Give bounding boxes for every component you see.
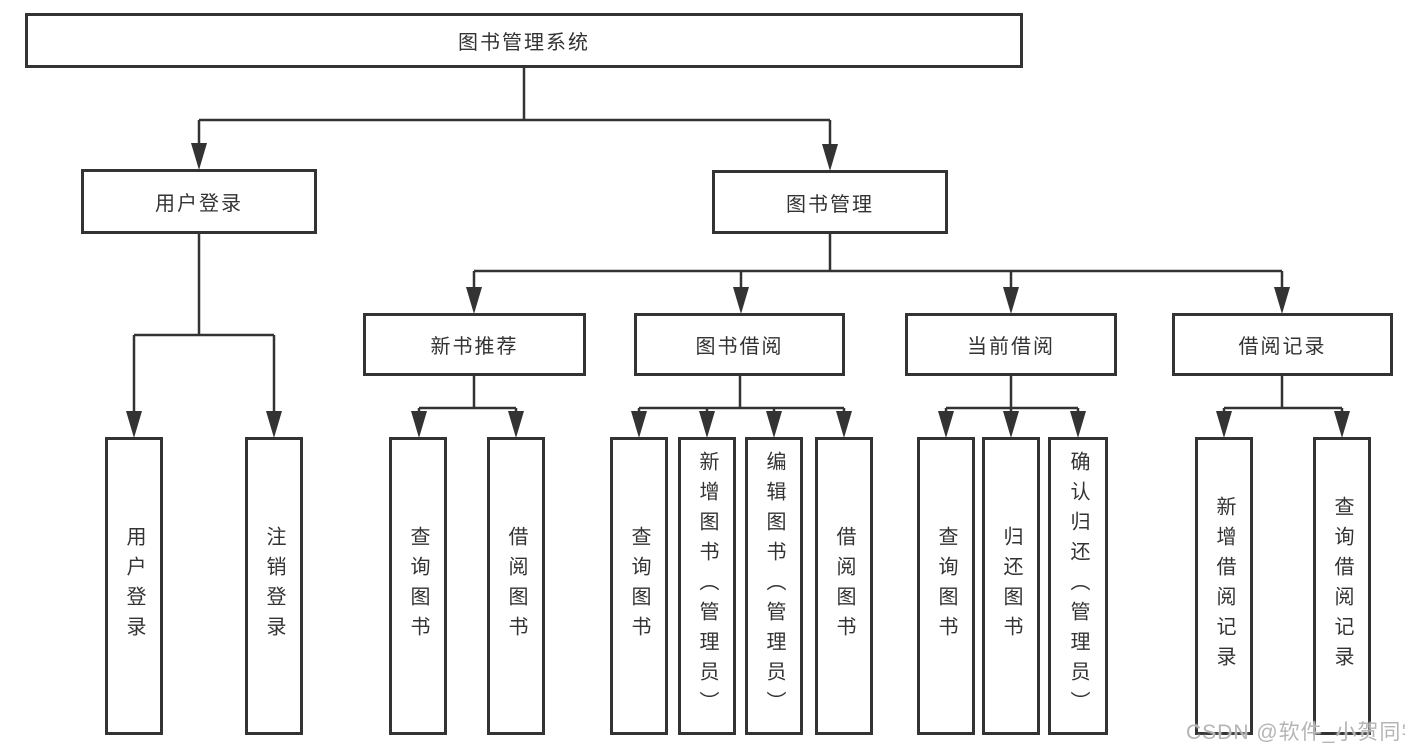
node-borrow-records-label: 借阅记录 bbox=[1238, 336, 1327, 358]
leaf-current-confirm-return-admin-label: 确认归还（管理员） bbox=[1067, 451, 1089, 721]
node-user-login: 用户登录 bbox=[81, 169, 317, 234]
leaf-current-query-books: 查询图书 bbox=[917, 437, 975, 735]
leaf-borrow-add-books-admin-label: 新增图书（管理员） bbox=[696, 451, 718, 721]
node-current-borrow-label: 当前借阅 bbox=[967, 336, 1055, 358]
leaf-borrow-edit-books-admin: 编辑图书（管理员） bbox=[745, 437, 803, 735]
leaf-recommend-borrow-books: 借阅图书 bbox=[487, 437, 545, 735]
leaf-records-add-borrow-record-label: 新增借阅记录 bbox=[1213, 496, 1235, 676]
node-book-management-label: 图书管理 bbox=[786, 193, 874, 216]
leaf-records-add-borrow-record: 新增借阅记录 bbox=[1195, 437, 1253, 735]
leaf-recommend-query-books-label: 查询图书 bbox=[407, 526, 429, 646]
leaf-records-query-borrow-record: 查询借阅记录 bbox=[1313, 437, 1371, 735]
leaf-recommend-borrow-books-label: 借阅图书 bbox=[505, 526, 527, 646]
leaf-current-return-books: 归还图书 bbox=[982, 437, 1040, 735]
leaf-borrow-borrow-books: 借阅图书 bbox=[815, 437, 873, 735]
leaf-borrow-query-books: 查询图书 bbox=[610, 437, 668, 735]
node-borrow-records: 借阅记录 bbox=[1172, 313, 1393, 376]
node-new-book-recommend: 新书推荐 bbox=[363, 313, 586, 376]
leaf-user-login-label: 用户登录 bbox=[123, 526, 145, 646]
leaf-borrow-borrow-books-label: 借阅图书 bbox=[833, 526, 855, 646]
leaf-borrow-query-books-label: 查询图书 bbox=[628, 526, 650, 646]
node-root-label: 图书管理系统 bbox=[458, 32, 590, 54]
leaf-borrow-edit-books-admin-label: 编辑图书（管理员） bbox=[763, 451, 785, 721]
leaf-current-confirm-return-admin: 确认归还（管理员） bbox=[1048, 437, 1108, 735]
node-new-book-recommend-label: 新书推荐 bbox=[430, 336, 519, 358]
leaf-recommend-query-books: 查询图书 bbox=[389, 437, 447, 735]
leaf-logout-label: 注销登录 bbox=[263, 526, 285, 646]
leaf-current-return-books-label: 归还图书 bbox=[1000, 526, 1022, 646]
leaf-current-query-books-label: 查询图书 bbox=[935, 526, 957, 646]
leaf-user-login: 用户登录 bbox=[105, 437, 163, 735]
node-user-login-label: 用户登录 bbox=[155, 193, 243, 215]
leaf-logout: 注销登录 bbox=[245, 437, 303, 735]
leaf-records-query-borrow-record-label: 查询借阅记录 bbox=[1331, 496, 1353, 676]
node-book-borrow-label: 图书借阅 bbox=[695, 336, 784, 358]
node-book-borrow: 图书借阅 bbox=[634, 313, 845, 376]
node-root-system: 图书管理系统 bbox=[25, 13, 1023, 68]
csdn-watermark: CSDN @软件_小贺同学 bbox=[1186, 721, 1405, 744]
node-book-management: 图书管理 bbox=[712, 170, 948, 234]
node-current-borrow: 当前借阅 bbox=[905, 313, 1117, 376]
leaf-borrow-add-books-admin: 新增图书（管理员） bbox=[678, 437, 736, 735]
